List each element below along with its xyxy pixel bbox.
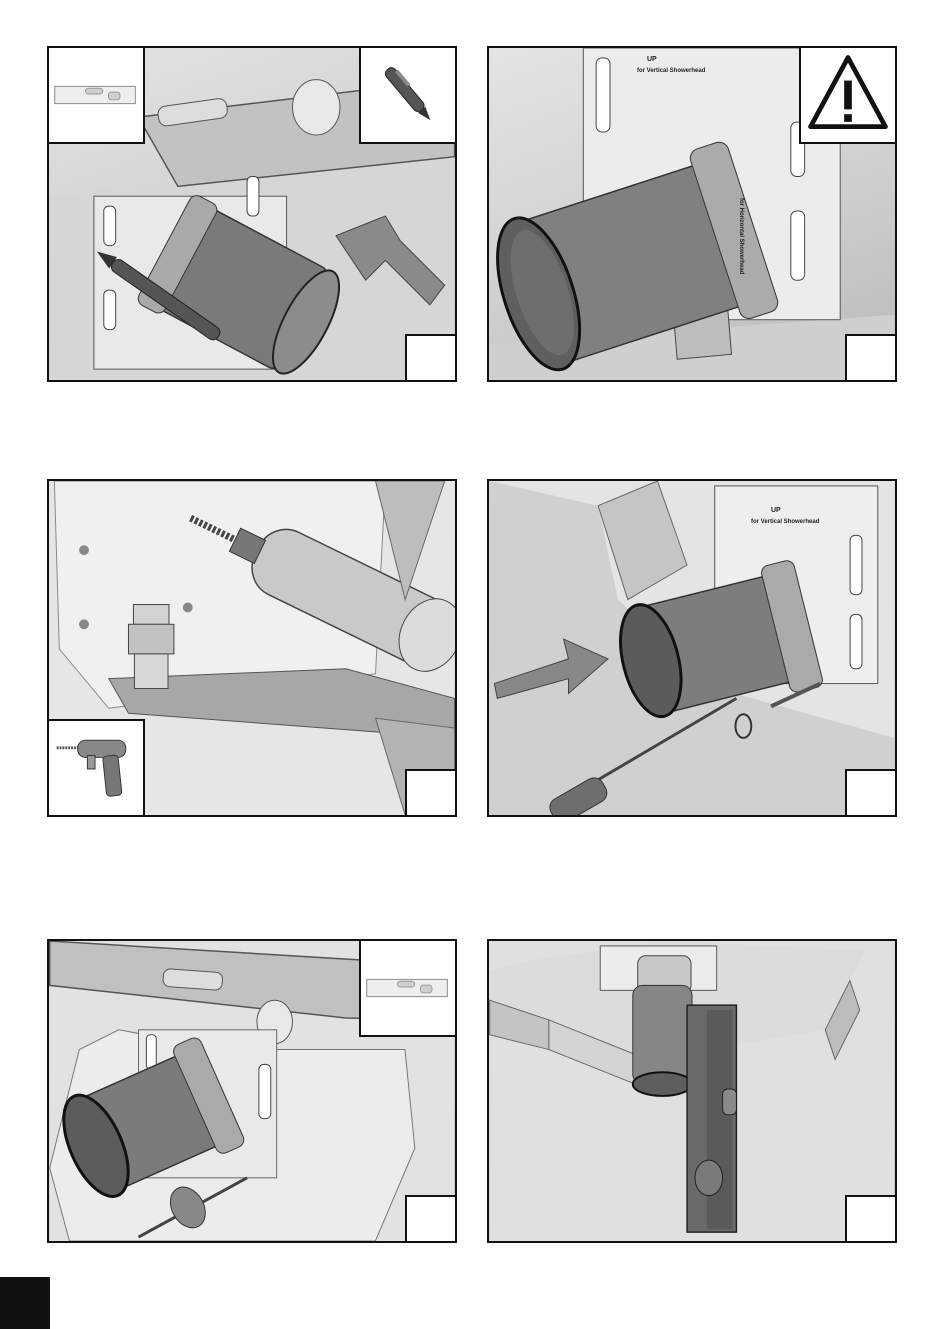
step-6-number-box	[845, 1195, 895, 1241]
spirit-level-icon	[49, 48, 143, 142]
horizontal-showerhead-label: for Horizontal Showerhead	[738, 198, 744, 274]
step-4-number-box	[845, 769, 895, 815]
vertical-showerhead-label: for Vertical Showerhead	[637, 68, 705, 74]
step-2-number-box	[845, 334, 895, 380]
step-6-panel	[487, 939, 897, 1243]
step-3-number-box	[405, 769, 455, 815]
spirit-level-inset	[47, 46, 145, 144]
step-2-panel: UP for Vertical Showerhead for Horizonta…	[487, 46, 897, 382]
vertical-showerhead-label: for Vertical Showerhead	[751, 519, 819, 525]
marker-pen-icon	[361, 48, 455, 142]
warning-triangle-icon	[801, 48, 895, 142]
page-corner-tab	[0, 1277, 50, 1329]
drill-inset	[47, 719, 145, 817]
step-1-panel	[47, 46, 457, 382]
marker-pen-inset	[359, 46, 457, 144]
step-3-panel	[47, 479, 457, 817]
power-drill-icon	[49, 721, 143, 815]
up-label: UP	[771, 507, 781, 514]
step-4-illustration	[489, 481, 895, 815]
step-1-number-box	[405, 334, 455, 380]
warning-inset	[799, 46, 897, 144]
step-6-illustration	[489, 941, 895, 1241]
step-5-number-box	[405, 1195, 455, 1241]
up-label: UP	[647, 56, 657, 63]
step-4-panel: UP for Vertical Showerhead	[487, 479, 897, 817]
step-5-panel	[47, 939, 457, 1243]
spirit-level-inset	[359, 939, 457, 1037]
spirit-level-icon	[361, 941, 455, 1035]
